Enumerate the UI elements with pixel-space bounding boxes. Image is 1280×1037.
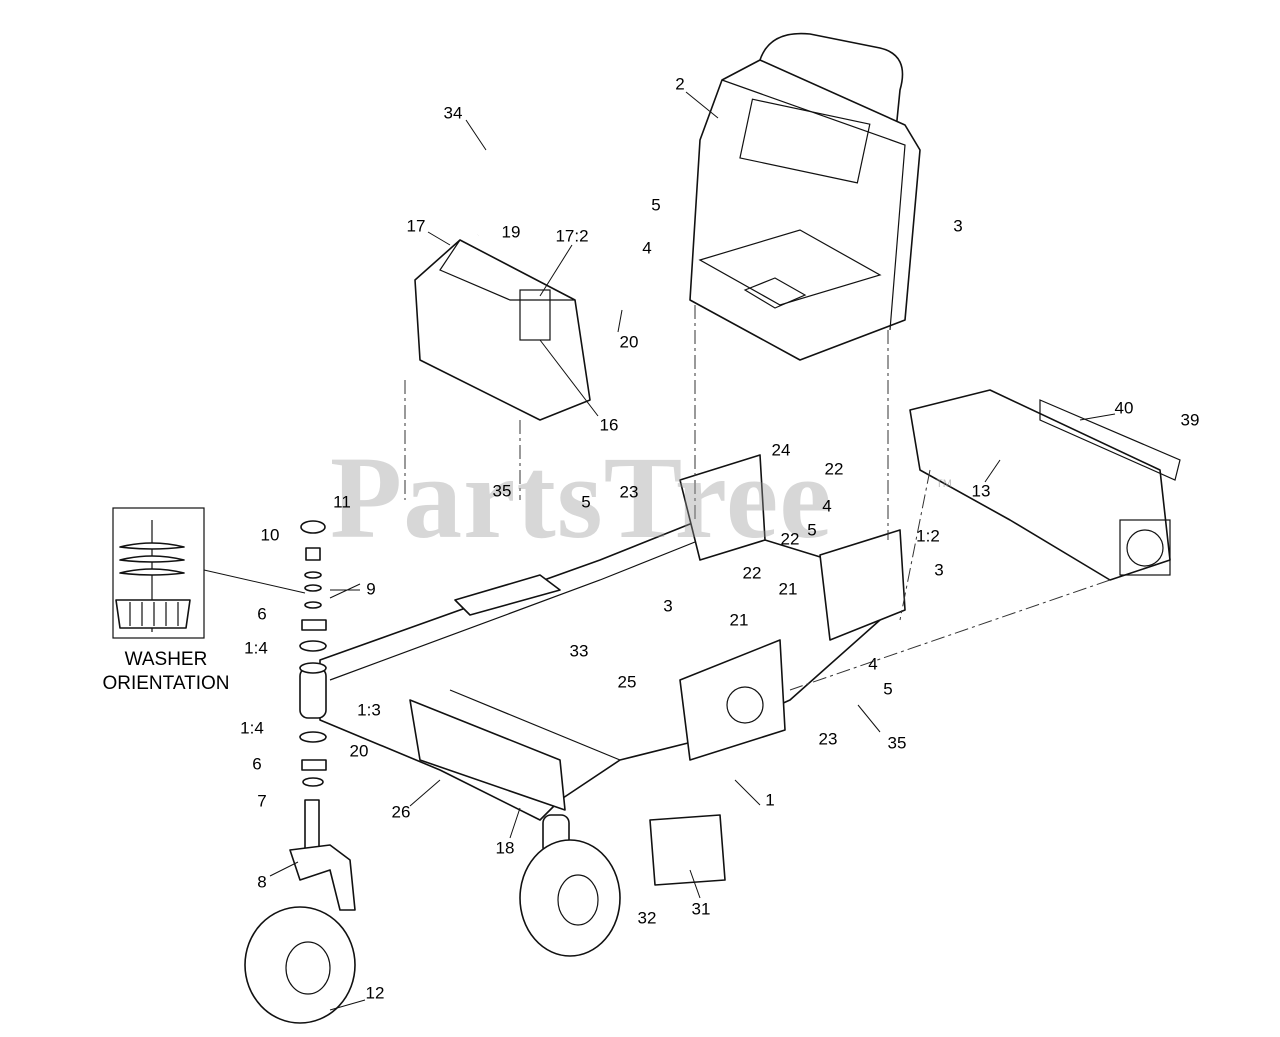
callout-c23a: 23 (619, 482, 639, 502)
callout-c2: 2 (675, 74, 685, 94)
callout-c39: 39 (1180, 410, 1200, 430)
trademark-mark: TM (936, 478, 952, 490)
caster-assembly (244, 662, 621, 1024)
rear-frame-bracket (909, 389, 1181, 581)
callout-c3b: 3 (934, 560, 944, 580)
callout-c20a: 20 (619, 332, 639, 352)
callout-c21b: 21 (729, 610, 749, 630)
callout-c5b: 5 (581, 492, 591, 512)
callout-c40: 40 (1114, 398, 1134, 418)
callout-c32: 32 (637, 908, 657, 928)
main-frame (319, 454, 906, 886)
callout-c1-2: 1:2 (916, 526, 940, 546)
callout-c3a: 3 (953, 216, 963, 236)
callout-c5d: 5 (883, 679, 893, 699)
caption-line-2: ORIENTATION (102, 673, 230, 694)
callout-c11: 11 (333, 492, 351, 512)
callout-c23b: 23 (818, 729, 838, 749)
callout-c19: 19 (501, 222, 521, 242)
callout-c5a: 5 (651, 195, 661, 215)
callout-leaders (269, 91, 1116, 1011)
callout-c25: 25 (617, 672, 637, 692)
caption-line-1: WASHER (124, 649, 208, 670)
callout-c9: 9 (366, 579, 376, 599)
callout-c10: 10 (260, 525, 280, 545)
assembly-phantom-lines (404, 305, 1111, 691)
callout-c6b: 6 (252, 754, 262, 774)
callout-c16: 16 (599, 415, 619, 435)
callout-c24: 24 (771, 440, 791, 460)
control-tower (689, 32, 921, 361)
callout-c12: 12 (365, 983, 385, 1003)
callout-c34: 34 (443, 103, 463, 123)
callout-c8: 8 (257, 872, 267, 892)
callout-c17-2: 17:2 (555, 226, 589, 246)
hand-bar-and-console (414, 118, 606, 421)
callout-c13: 13 (971, 481, 991, 501)
bearing-stack (299, 520, 327, 787)
callout-c6a: 6 (257, 604, 267, 624)
washer-orientation-caption: WASHER ORIENTATION (102, 648, 229, 696)
callout-c22c: 22 (742, 563, 762, 583)
callout-c22b: 22 (780, 529, 800, 549)
callout-c4b: 4 (822, 496, 832, 516)
callout-c1-4b: 1:4 (240, 718, 264, 738)
callout-c18: 18 (495, 838, 515, 858)
callout-c22a: 22 (824, 459, 844, 479)
callout-c20b: 20 (349, 741, 369, 761)
callout-c1-3: 1:3 (357, 700, 381, 720)
callout-c35b: 35 (887, 733, 907, 753)
callout-c35a: 35 (492, 481, 512, 501)
washer-orientation-inset (112, 507, 306, 639)
callout-c5c: 5 (807, 520, 817, 540)
callout-c1-4a: 1:4 (244, 638, 268, 658)
callout-c21a: 21 (778, 579, 798, 599)
callout-c7: 7 (257, 791, 267, 811)
callout-c4a: 4 (642, 238, 652, 258)
callout-c3c: 3 (663, 596, 673, 616)
callout-c4c: 4 (868, 654, 878, 674)
callout-c31: 31 (691, 899, 711, 919)
callout-c33: 33 (569, 641, 589, 661)
callout-c17: 17 (406, 216, 426, 236)
callout-c1: 1 (765, 790, 775, 810)
partstree-watermark: PartsTree (330, 432, 833, 563)
callout-c26: 26 (391, 802, 411, 822)
